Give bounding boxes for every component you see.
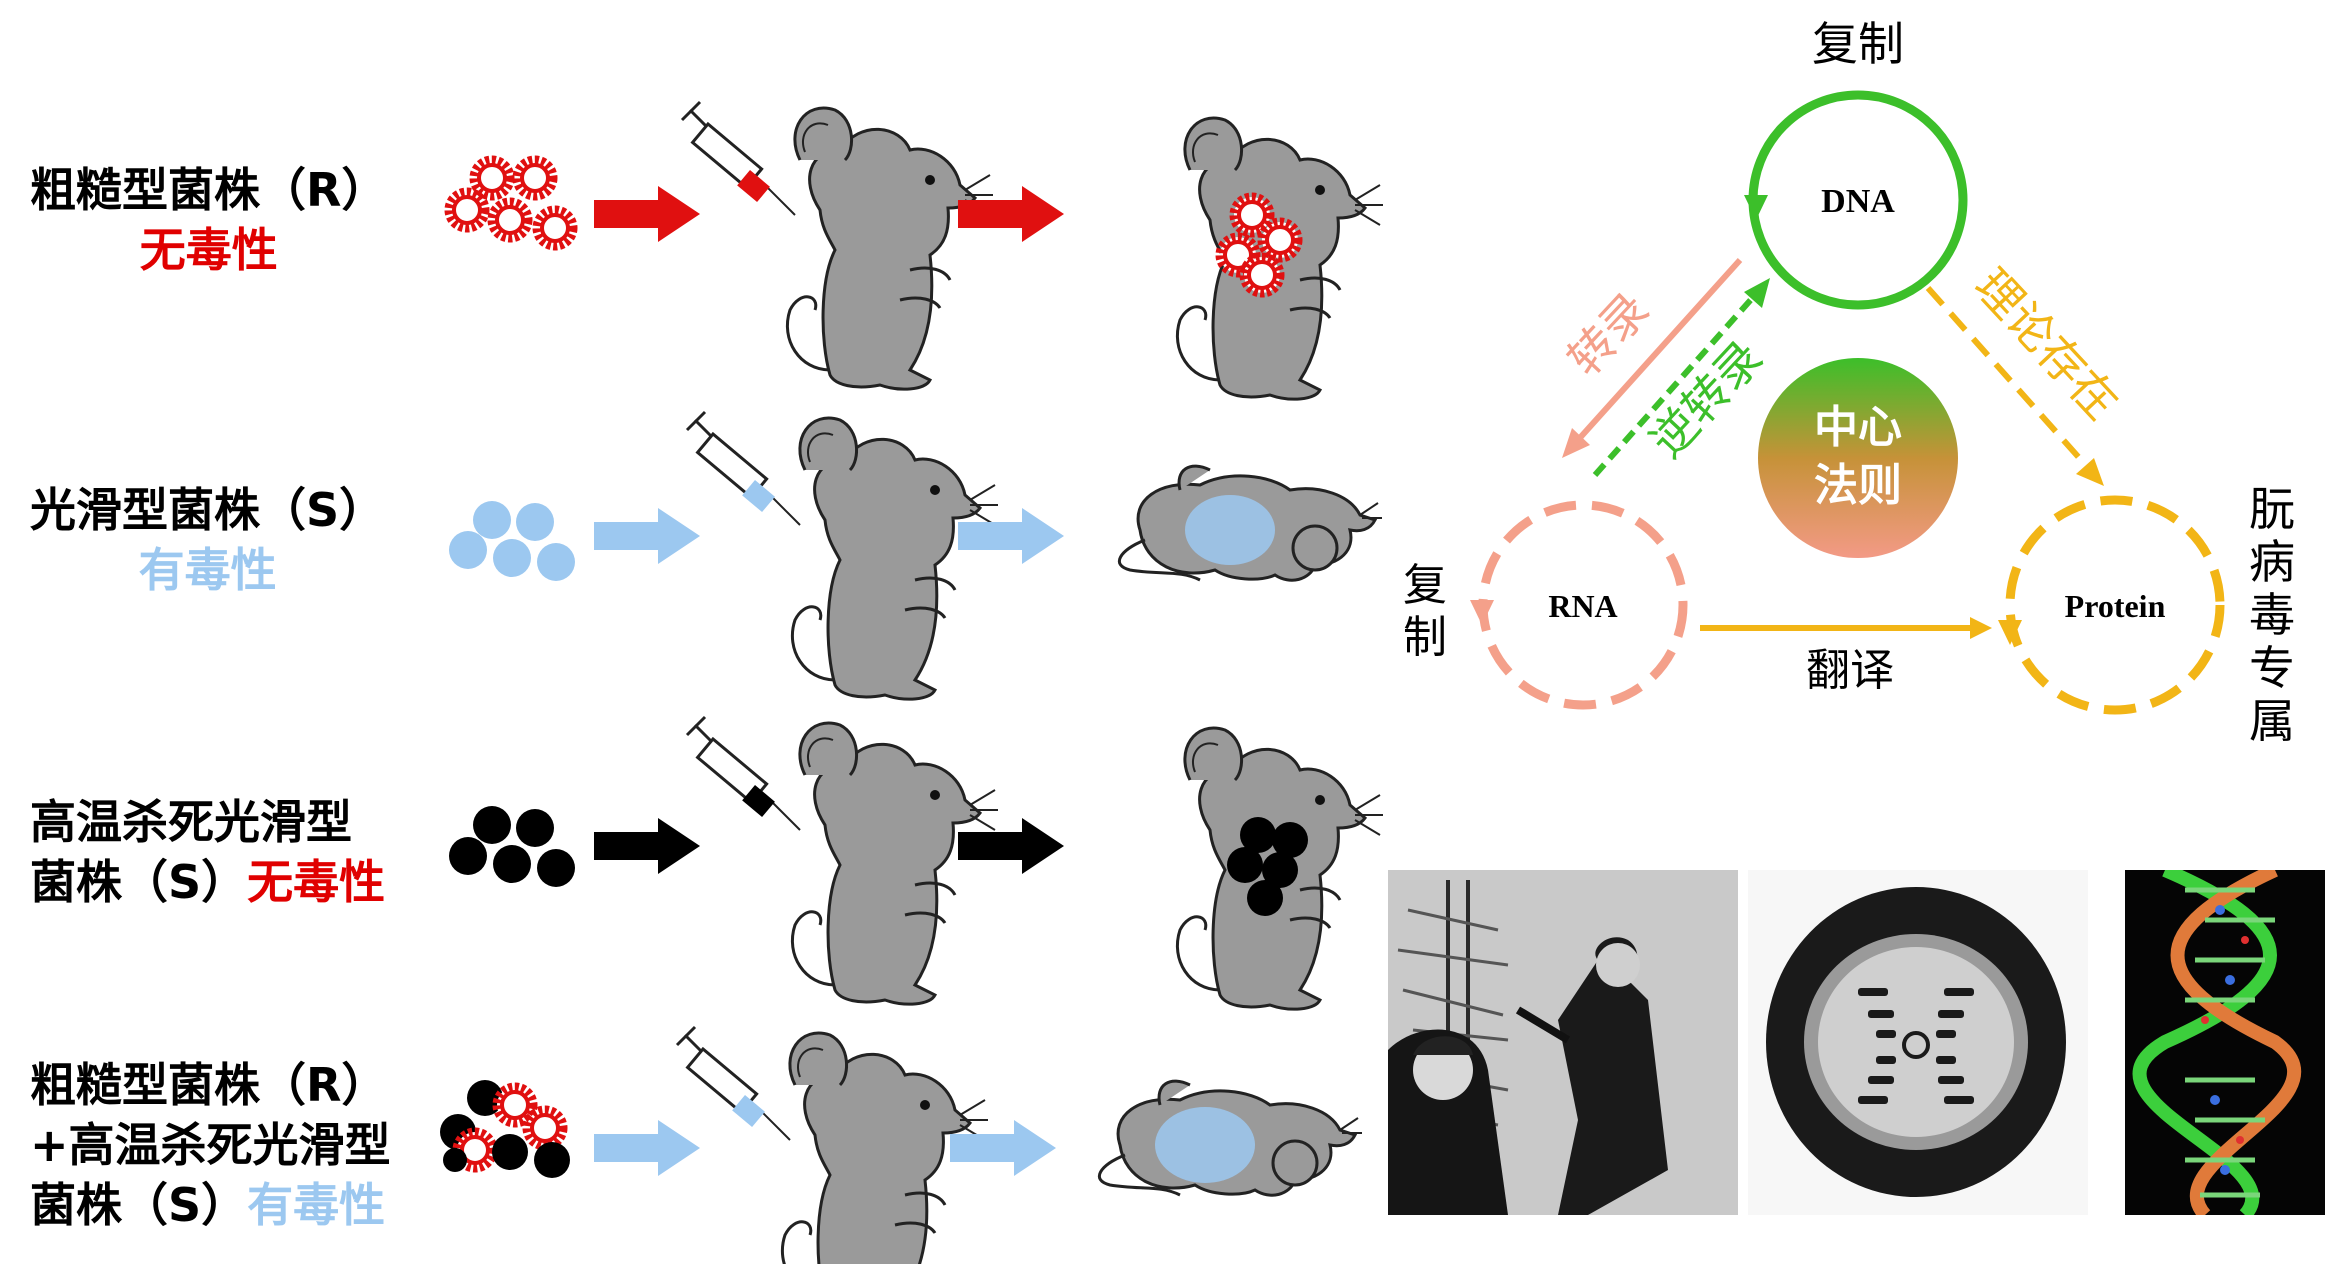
theoretical-label: 理论存在 [1964, 258, 2129, 429]
prion-char-5: 属 [2249, 694, 2295, 748]
prion-char-3: 毒 [2249, 588, 2295, 642]
rna-replication-arrowhead [1470, 600, 1494, 625]
row1-toxicity: 无毒性 [139, 223, 278, 277]
row3-arrow-1 [594, 818, 700, 874]
row2-strain: 光滑型菌株（S） [30, 483, 386, 537]
row1-label: 粗糙型菌株（R） 无毒性 [30, 160, 387, 280]
row3-label: 高温杀死光滑型 菌株（S）无毒性 [30, 792, 385, 912]
rna-label: RNA [1548, 588, 1617, 624]
theoretical-arrow [1925, 286, 2104, 486]
row3-arrow-2 [958, 818, 1064, 874]
row3-mouse-bacteria [1227, 817, 1308, 916]
transcription-arrow [1562, 257, 1743, 458]
rna-replication-char-1: 复 [1403, 560, 1447, 611]
row3-strain-suffix: 菌株（S） [30, 855, 248, 909]
row4-toxicity: 有毒性 [247, 1178, 386, 1232]
dna-replication-arrowhead [1744, 195, 1768, 220]
row1-strain: 粗糙型菌株（R） [30, 163, 388, 217]
protein-circle [2005, 495, 2225, 715]
dna-helix-model [2125, 870, 2325, 1215]
row4-arrow-2 [950, 1120, 1056, 1176]
central-dogma-title-2: 法则 [1814, 460, 1902, 511]
xray-diffraction-art [1748, 870, 2088, 1215]
row2-mouse-injected [685, 410, 1000, 701]
dna-replication-label: 复制 [1812, 17, 1904, 71]
prion-char-4: 专 [2249, 641, 2295, 695]
row4-mixed-bacteria [440, 1080, 570, 1178]
scientists-photo-art [1388, 870, 1738, 1215]
row3-strain: 高温杀死光滑型 [30, 795, 352, 849]
translation-label: 翻译 [1806, 645, 1894, 696]
row4-label: 粗糙型菌株（R） +高温杀死光滑型 菌株（S）有毒性 [30, 1055, 391, 1235]
row1-arrow-1 [594, 186, 700, 242]
row2-toxicity: 有毒性 [138, 543, 277, 597]
row4-strain: 粗糙型菌株（R） [30, 1058, 388, 1112]
row3-dead-bacteria [449, 806, 575, 887]
row4-mouse-dead [1097, 1079, 1364, 1197]
central-dogma-title-1: 中心 [1814, 402, 1902, 453]
dna-helix-art [2125, 870, 2325, 1215]
prion-char-1: 朊 [2249, 482, 2295, 536]
row4-mix: +高温杀死光滑型 [30, 1118, 391, 1172]
row4-strain-suffix: 菌株（S） [30, 1178, 248, 1232]
row2-arrow-2 [958, 508, 1064, 564]
protein-replication-arrowhead [1998, 620, 2022, 645]
row1-mouse-injected [680, 100, 995, 391]
row1-arrow-2 [958, 186, 1064, 242]
row2-mouse-dead [1117, 464, 1384, 582]
row2-label: 光滑型菌株（S） 有毒性 [30, 480, 385, 600]
row4-mouse-injected [675, 1025, 990, 1264]
prion-char-2: 病 [2249, 535, 2295, 589]
row1-rough-bacteria [449, 160, 573, 246]
row3-mouse-injected [685, 715, 1000, 1006]
reverse-transcription-arrow [1592, 278, 1770, 477]
central-dogma-badge [1758, 358, 1958, 558]
xray-diffraction-photo [1748, 870, 2088, 1215]
row3-toxicity: 无毒性 [247, 855, 386, 909]
scientists-photo [1388, 870, 1738, 1215]
row4-arrow-1 [594, 1120, 700, 1176]
row2-smooth-bacteria [449, 501, 575, 581]
rna-replication-char-2: 制 [1403, 612, 1447, 663]
dna-label: DNA [1821, 183, 1895, 220]
translation-arrow [1700, 617, 1992, 639]
row2-arrow-1 [594, 508, 700, 564]
protein-label: Protein [2065, 588, 2166, 624]
